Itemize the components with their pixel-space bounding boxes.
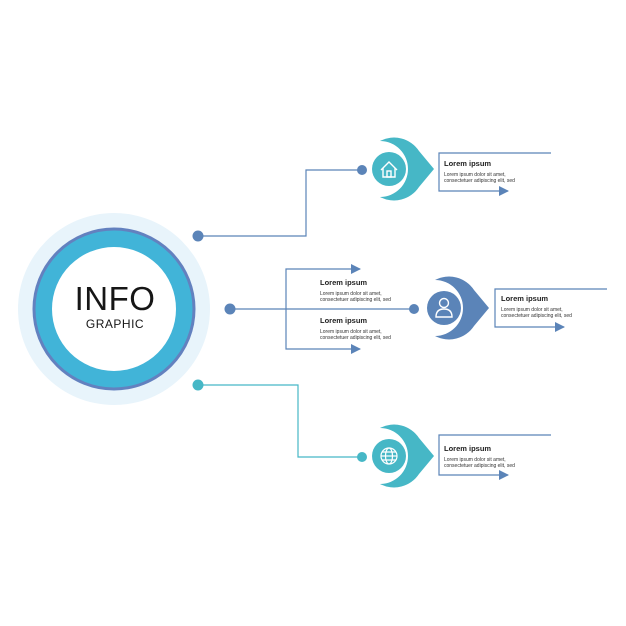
text-heading: Lorem ipsum [320,316,368,325]
text-body-line: consectetuer adipiscing elit, sed [444,178,515,185]
connector-top [192,165,367,242]
user-icon [435,297,453,318]
text-block-middle-upper: Lorem ipsum Lorem ipsum dolor sit amet, … [320,279,391,304]
arrow-down-branch [285,309,361,354]
node-house [372,137,551,201]
text-body-line: Lorem ipsum dolor sit amet, [444,171,506,178]
text-heading: Lorem ipsum [501,294,549,303]
text-body-line: consectetuer adipiscing elit, sed [501,313,572,320]
text-body-line: consectetuer adipiscing elit, sed [320,335,391,342]
text-body-line: Lorem ipsum dolor sit amet, [320,328,382,335]
node-crescent [435,276,489,340]
text-body-line: consectetuer adipiscing elit, sed [444,463,515,470]
connector-dot [409,304,419,314]
text-heading: Lorem ipsum [444,159,492,168]
node-globe [372,424,551,488]
arrow-up-branch [285,264,361,309]
node-crescent [380,137,434,201]
connector-middle [224,264,419,354]
text-body-line: consectetuer adipiscing elit, sed [320,297,391,304]
text-body-line: Lorem ipsum dolor sit amet, [320,290,382,297]
node-crescent [380,424,434,488]
node-icon-disc [372,152,406,186]
text-body-line: Lorem ipsum dolor sit amet, [501,306,563,313]
text-bracket-arrow [494,288,607,332]
text-bracket-arrow [438,152,551,196]
text-heading: Lorem ipsum [320,278,368,287]
center-inner-disc [52,247,176,371]
text-block-top: Lorem ipsum Lorem ipsum dolor sit amet, … [444,160,515,185]
center-title: INFO [74,280,156,317]
connector-bottom [192,379,367,462]
node-user [427,276,607,340]
center-subtitle: GRAPHIC [85,317,145,331]
center-circle [18,213,210,405]
text-bracket-arrow [438,434,551,480]
text-body-line: Lorem ipsum dolor sit amet, [444,456,506,463]
text-block-middle-lower: Lorem ipsum Lorem ipsum dolor sit amet, … [320,317,391,342]
text-block-bottom: Lorem ipsum Lorem ipsum dolor sit amet, … [444,445,515,470]
text-heading: Lorem ipsum [444,444,492,453]
connector-dot [357,165,367,175]
connector-dot [357,452,367,462]
house-icon [380,161,398,178]
globe-icon [380,447,398,465]
text-block-middle-right: Lorem ipsum Lorem ipsum dolor sit amet, … [501,295,572,320]
